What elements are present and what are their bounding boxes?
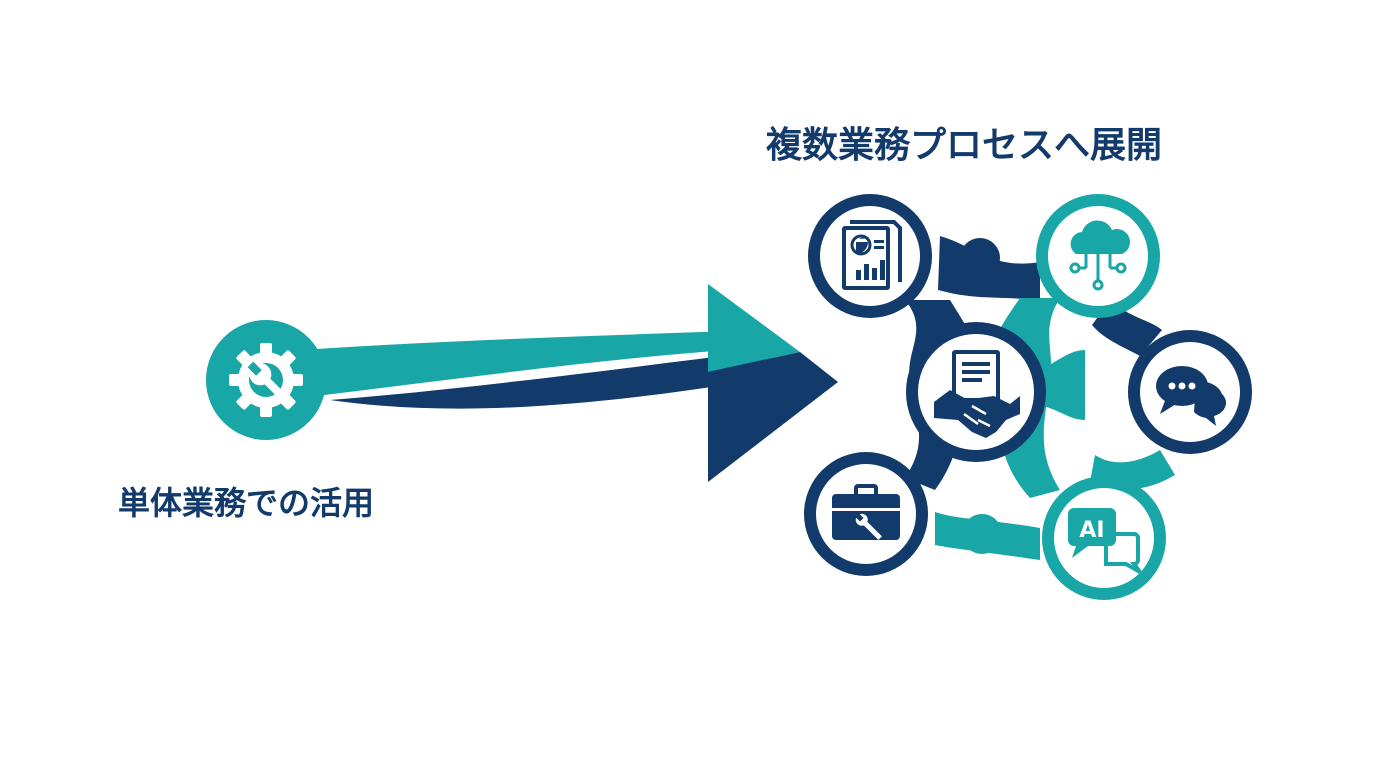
ai-badge-text: AI	[1079, 518, 1104, 543]
chat-bubbles-icon	[1156, 366, 1227, 426]
node-report	[808, 194, 932, 318]
cloud-network-icon	[1069, 220, 1130, 291]
report-chart-icon	[842, 220, 902, 290]
multi-process-title: 複数業務プロセスへ展開	[766, 125, 1163, 166]
arrow-shaft-teal	[300, 330, 760, 398]
toolbox-icon	[832, 484, 900, 540]
connector-knob-bottom	[962, 514, 1002, 554]
node-ai: AI	[1042, 476, 1166, 600]
arrow-head-navy	[708, 352, 838, 482]
node-handshake	[906, 322, 1046, 462]
start-node	[206, 320, 326, 440]
gear-wrench-icon	[229, 343, 303, 417]
connector-knob-top	[960, 238, 1000, 278]
node-chat	[1128, 330, 1252, 454]
node-toolbox	[804, 452, 928, 576]
ai-chat-icon: AI	[1068, 508, 1142, 574]
node-cloud	[1036, 194, 1160, 318]
arrow-head-teal	[708, 284, 800, 372]
expansion-arrow	[300, 284, 838, 482]
arrow-shaft-navy	[330, 350, 770, 409]
connector-center-right	[1040, 350, 1085, 420]
contract-handshake-icon	[934, 350, 1020, 438]
single-use-label: 単体業務での活用	[118, 484, 375, 522]
